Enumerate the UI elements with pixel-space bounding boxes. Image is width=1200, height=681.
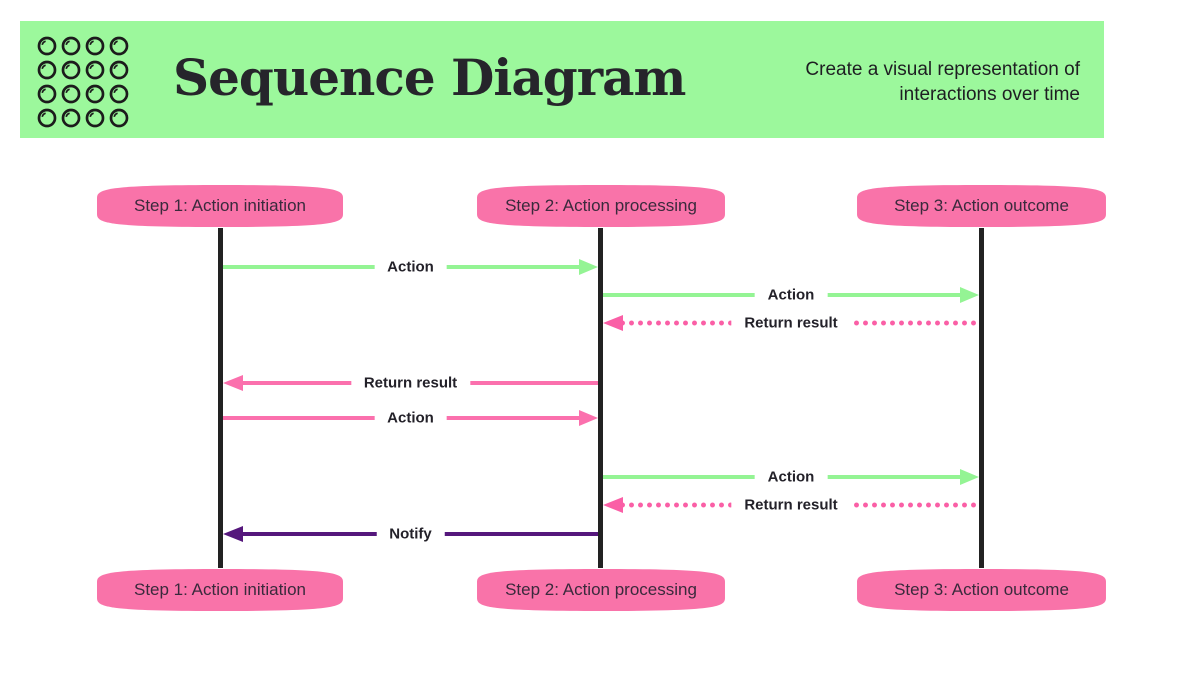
arrowhead-right-icon — [579, 259, 598, 275]
message-arrow-3-return-result: Return result — [603, 312, 979, 334]
actor-shape — [857, 185, 1106, 227]
arrowhead-right-icon — [579, 410, 598, 426]
message-arrow-2-action: Action — [603, 284, 979, 306]
message-arrow-8-notify: Notify — [223, 523, 598, 545]
page-title: Sequence Diagram — [173, 47, 686, 107]
header-banner: Sequence Diagram Create a visual represe… — [20, 21, 1104, 138]
actor-box-step3-top: Step 3: Action outcome — [855, 183, 1108, 229]
subtitle-line-1: Create a visual representation of — [805, 59, 1080, 80]
arrowhead-right-icon — [960, 469, 979, 485]
message-arrow-4-return-result: Return result — [223, 372, 598, 394]
actor-label: Step 3: Action outcome — [894, 580, 1069, 599]
message-arrow-6-action: Action — [603, 466, 979, 488]
message-label: Action — [754, 468, 828, 486]
message-arrow-7-return-result: Return result — [603, 494, 979, 516]
actor-box-step1-bottom: Step 1: Action initiation — [95, 567, 345, 613]
message-label: Action — [374, 258, 447, 276]
actor-label: Step 1: Action initiation — [133, 196, 306, 215]
actor-shape — [477, 569, 725, 611]
message-label: Action — [754, 286, 828, 304]
dots-grid-icon — [37, 36, 129, 128]
arrowhead-left-icon — [223, 375, 243, 391]
arrowhead-left-icon — [603, 497, 623, 513]
arrowhead-right-icon — [960, 287, 979, 303]
actor-label: Step 3: Action outcome — [894, 196, 1069, 215]
lifeline-step1 — [218, 228, 223, 568]
actor-label: Step 2: Action processing — [505, 580, 697, 599]
actor-shape — [477, 185, 725, 227]
message-label: Notify — [376, 525, 445, 543]
message-label: Action — [374, 409, 447, 427]
actor-shape — [97, 185, 343, 227]
message-arrow-5-action: Action — [223, 407, 598, 429]
actor-label: Step 2: Action processing — [505, 196, 697, 215]
actor-label: Step 1: Action initiation — [133, 580, 306, 599]
message-label: Return result — [731, 314, 851, 332]
message-arrow-1-action: Action — [223, 256, 598, 278]
message-label: Return result — [731, 496, 851, 514]
lifeline-step2 — [598, 228, 603, 568]
message-label: Return result — [350, 374, 471, 392]
actor-box-step2-bottom: Step 2: Action processing — [475, 567, 727, 613]
actor-box-step1-top: Step 1: Action initiation — [95, 183, 345, 229]
actor-shape — [857, 569, 1106, 611]
actor-box-step3-bottom: Step 3: Action outcome — [855, 567, 1108, 613]
actor-box-step2-top: Step 2: Action processing — [475, 183, 727, 229]
actor-shape — [97, 569, 343, 611]
arrowhead-left-icon — [223, 526, 243, 542]
lifeline-step3 — [979, 228, 984, 568]
subtitle-line-2: interactions over time — [899, 84, 1080, 105]
page-subtitle: Create a visual representation of intera… — [805, 57, 1080, 107]
arrowhead-left-icon — [603, 315, 623, 331]
